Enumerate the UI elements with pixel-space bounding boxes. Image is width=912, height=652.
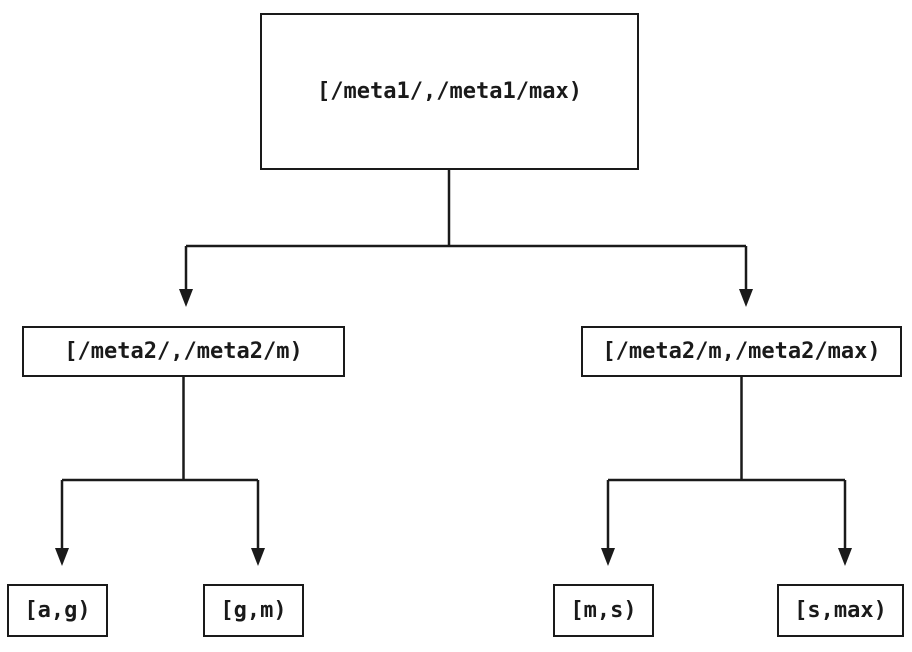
tree-leaf-m-s: [m,s) <box>553 584 654 637</box>
tree-leaf-a-g: [a,g) <box>7 584 108 637</box>
tree-node-meta2-upper-label: [/meta2/m,/meta2/max) <box>602 339 881 364</box>
tree-leaf-m-s-label: [m,s) <box>570 598 637 623</box>
tree-leaf-s-max-label: [s,max) <box>794 598 887 623</box>
tree-node-meta2-lower-label: [/meta2/,/meta2/m) <box>64 339 303 364</box>
arrowhead-down-icon <box>838 548 852 566</box>
tree-node-meta2-lower: [/meta2/,/meta2/m) <box>22 326 345 377</box>
tree-node-root: [/meta1/,/meta1/max) <box>260 13 639 170</box>
arrowhead-down-icon <box>179 289 193 307</box>
tree-leaf-g-m-label: [g,m) <box>220 598 287 623</box>
arrowhead-down-icon <box>55 548 69 566</box>
tree-node-root-label: [/meta1/,/meta1/max) <box>317 79 582 104</box>
tree-leaf-s-max: [s,max) <box>777 584 904 637</box>
tree-leaf-a-g-label: [a,g) <box>24 598 91 623</box>
tree-node-meta2-upper: [/meta2/m,/meta2/max) <box>581 326 902 377</box>
arrowhead-down-icon <box>601 548 615 566</box>
tree-leaf-g-m: [g,m) <box>203 584 304 637</box>
arrowhead-down-icon <box>739 289 753 307</box>
arrowhead-down-icon <box>251 548 265 566</box>
